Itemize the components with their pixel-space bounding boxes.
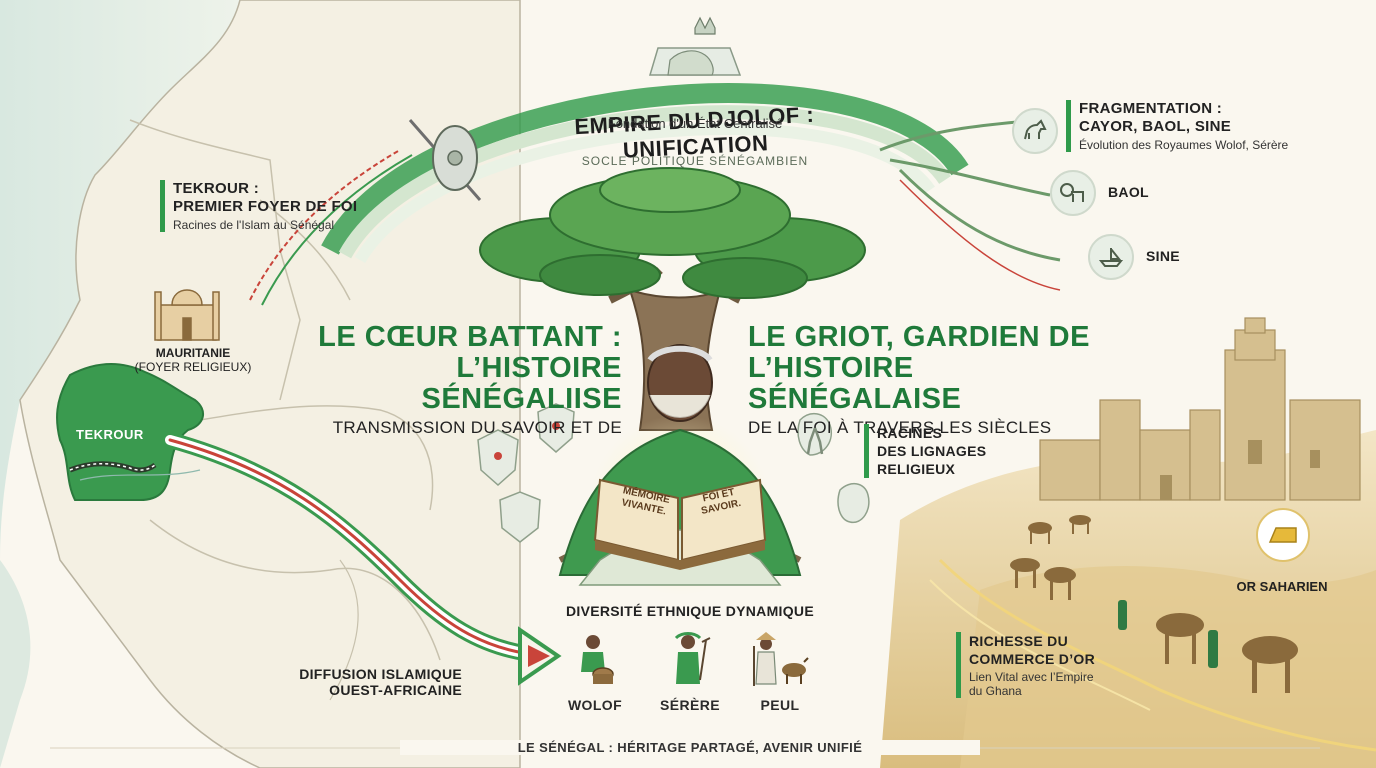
baol-label: BAOL	[1108, 184, 1149, 200]
lion-icon	[1050, 170, 1096, 216]
commerce-sub-1: Lien Vital avec l’Empire	[969, 670, 1094, 684]
lignages-line1: RACINES	[877, 425, 943, 441]
horse-icon	[1012, 108, 1058, 154]
commerce-title-2: COMMERCE D’OR	[969, 651, 1096, 667]
fragmentation-title-2: CAYOR, BAOL, SINE	[1079, 118, 1232, 135]
fragmentation-block: FRAGMENTATION : CAYOR, BAOL, SINE Évolut…	[1066, 100, 1336, 152]
sine-label: SINE	[1146, 248, 1180, 264]
diffusion-line2: OUEST-AFRICAINE	[329, 682, 462, 698]
socle-label: Socle Politique Sénégambien	[581, 154, 809, 168]
center-right-sub: DE LA FOI À TRAVERS LES SIÈCLES	[748, 418, 1052, 437]
footer-tagline: LE SÉNÉGAL : HÉRITAGE PARTAGÉ, AVENIR UN…	[400, 740, 980, 755]
commerce-block: RICHESSE DU COMMERCE D’OR Lien Vital ave…	[956, 632, 1156, 698]
mosque-illustration	[154, 289, 220, 341]
center-left-line1: LE CŒUR BATTANT :	[318, 321, 622, 353]
commerce-sub-2: du Ghana	[969, 684, 1022, 698]
group-peul: PEUL	[745, 632, 815, 713]
center-left-block: LE CŒUR BATTANT : L’HISTOIRE SÉNÉGALIISE…	[282, 322, 622, 438]
group-serere: SÉRÈRE	[650, 632, 730, 713]
shield-spear-emblem	[408, 119, 482, 201]
tekrour-sub: Racines de l'Islam au Sénégal	[173, 218, 335, 232]
tekrour-title-2: PREMIER FOYER DE FOI	[173, 198, 358, 215]
peul-label: PEUL	[760, 697, 800, 713]
commerce-title-1: RICHESSE DU	[969, 633, 1068, 649]
fragmentation-sub: Évolution des Royaumes Wolof, Sérère	[1079, 138, 1289, 152]
tekrour-map-label: TEKROUR	[76, 427, 144, 442]
group-wolof: WOLOF	[560, 632, 630, 713]
crowned-lion-emblem	[648, 16, 742, 76]
mauritanie-line2: (FOYER RELIGIEUX)	[134, 360, 252, 374]
center-left-line2: L’HISTOIRE SÉNÉGALIISE	[421, 352, 622, 415]
tekrour-title-1: TEKROUR :	[173, 180, 260, 197]
caravan	[1010, 515, 1298, 693]
lignages-block: RACINES DES LIGNAGES RELIGIEUX	[864, 424, 1024, 478]
ocean	[0, 0, 240, 560]
open-book	[593, 478, 767, 570]
serere-label: SÉRÈRE	[660, 697, 720, 713]
herder-icon	[753, 632, 809, 686]
lignages-line2: DES LIGNAGES	[877, 443, 987, 459]
center-right-line1: LE GRIOT, GARDIEN DE	[748, 321, 1090, 353]
gold-label: OR SAHARIEN	[1236, 579, 1328, 594]
gold-bar-icon	[1256, 508, 1310, 562]
praying-hands-icon	[798, 424, 832, 458]
diffusion-block: DIFFUSION ISLAMIQUE OUEST-AFRICAINE	[282, 666, 462, 698]
center-left-sub: TRANSMISSION DU SAVOIR ET DE	[332, 418, 622, 437]
mauritanie-line1: MAURITANIE	[155, 346, 231, 360]
center-right-line2: L’HISTOIRE SÉNÉGALAISE	[748, 352, 962, 415]
diversity-title: DIVERSITÉ ETHNIQUE DYNAMIQUE	[566, 603, 814, 619]
farmer-icon	[674, 632, 711, 684]
fragmentation-title-1: FRAGMENTATION :	[1079, 100, 1223, 117]
center-right-block: LE GRIOT, GARDIEN DE L’HISTOIRE SÉNÉGALA…	[748, 322, 1108, 438]
tekrour-block: TEKROUR : PREMIER FOYER DE FOI Racines d…	[160, 180, 390, 232]
arc-subtitle: Fondation d'un État Centralisé	[607, 116, 783, 131]
diffusion-line1: DIFFUSION ISLAMIQUE	[299, 666, 462, 682]
wolof-label: WOLOF	[567, 697, 623, 713]
mauritanie-label: MAURITANIE (FOYER RELIGIEUX)	[128, 346, 258, 374]
drummer-icon	[581, 635, 614, 684]
boat-icon	[1088, 234, 1134, 280]
desert-city	[1039, 317, 1361, 501]
lignages-line3: RELIGIEUX	[877, 461, 956, 477]
